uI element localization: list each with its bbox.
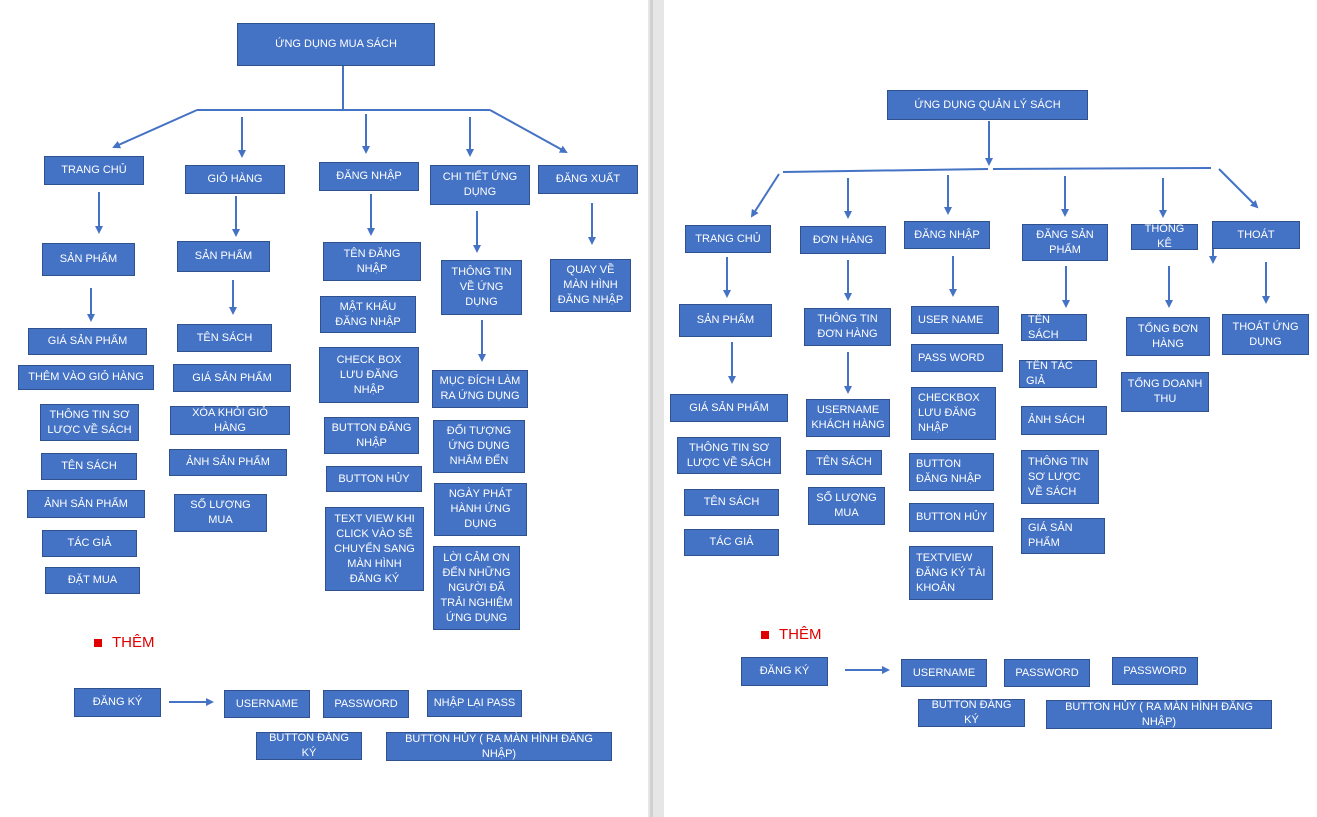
stats-child: TỔNG DOANH THU xyxy=(1121,372,1209,412)
add-cancel-button-node: BUTTON HỦY ( RA MÀN HÌNH ĐĂNG NHẬP) xyxy=(1046,700,1272,729)
home-child: TÊN SÁCH xyxy=(41,453,137,480)
login-child: PASS WORD xyxy=(911,344,1003,372)
home-child: SẢN PHẨM xyxy=(42,243,135,276)
node-exit: THOÁT xyxy=(1212,221,1300,249)
detail-child: LỜI CẢM ƠN ĐẾN NHỮNG NGƯỜI ĐÃ TRẢI NGHIỆ… xyxy=(433,546,520,630)
login-child: BUTTON ĐĂNG NHẬP xyxy=(324,417,419,454)
cart-child: TÊN SÁCH xyxy=(177,324,272,352)
home-child: ĐẶT MUA xyxy=(45,567,140,594)
node-login: ĐĂNG NHẬP xyxy=(904,221,990,249)
home-child: THÔNG TIN SƠ LƯỢC VỀ SÁCH xyxy=(677,437,781,474)
login-child: TÊN ĐĂNG NHẬP xyxy=(323,242,421,281)
login-child: BUTTON HỦY xyxy=(326,466,422,492)
home-child: THÊM VÀO GIỎ HÀNG xyxy=(18,365,154,390)
add-username-node: USERNAME xyxy=(224,690,310,718)
cart-child: GIÁ SẢN PHẨM xyxy=(173,364,291,392)
post-child: TÊN SÁCH xyxy=(1021,314,1087,341)
add-retype-password-node: NHẬP LẠI PASS xyxy=(427,690,522,717)
cart-child: XÓA KHỎI GIỎ HÀNG xyxy=(170,406,290,435)
detail-child: ĐỐI TƯỢNG ỨNG DỤNG NHẮM ĐẾN xyxy=(433,420,525,473)
node-cart: GIỎ HÀNG xyxy=(185,165,285,194)
cart-child: SẢN PHẨM xyxy=(177,241,270,272)
node-app-detail: CHI TIẾT ỨNG DỤNG xyxy=(430,165,530,205)
login-child: TEXT VIEW KHI CLICK VÀO SẼ CHUYỂN SANG M… xyxy=(325,507,424,591)
login-child: CHECK BOX LƯU ĐĂNG NHẬP xyxy=(319,347,419,403)
node-post-product: ĐĂNG SẢN PHẨM xyxy=(1022,224,1108,261)
login-child: USER NAME xyxy=(911,306,999,334)
home-child: TÁC GIẢ xyxy=(684,529,779,556)
orders-child: SỐ LƯỢNG MUA xyxy=(808,487,885,525)
orders-child: TÊN SÁCH xyxy=(806,450,882,475)
add-cancel-button-node: BUTTON HỦY ( RA MÀN HÌNH ĐĂNG NHẬP) xyxy=(386,732,612,761)
home-child: TÊN SÁCH xyxy=(684,489,779,516)
root-node-buy-app: ỨNG DỤNG MUA SÁCH xyxy=(237,23,435,66)
detail-child: NGÀY PHÁT HÀNH ỨNG DỤNG xyxy=(434,483,527,536)
orders-child: USERNAME KHÁCH HÀNG xyxy=(806,399,890,437)
add-password-node-2: PASSWORD xyxy=(1112,657,1198,685)
add-password-node: PASSWORD xyxy=(1004,659,1090,687)
home-child: GIÁ SẢN PHẨM xyxy=(28,328,147,355)
login-child: TEXTVIEW ĐĂNG KÝ TÀI KHOẢN xyxy=(909,546,993,600)
stats-child: TỔNG ĐƠN HÀNG xyxy=(1126,317,1210,356)
login-child: BUTTON HỦY xyxy=(909,503,994,532)
post-child: ẢNH SÁCH xyxy=(1021,406,1107,435)
orders-child: THÔNG TIN ĐƠN HÀNG xyxy=(804,308,891,346)
add-password-node: PASSWORD xyxy=(323,690,409,718)
add-section-label: THÊM xyxy=(112,634,155,651)
square-bullet-icon xyxy=(761,630,769,639)
node-login: ĐĂNG NHẬP xyxy=(319,162,419,191)
login-child: CHECKBOX LƯU ĐĂNG NHẬP xyxy=(911,387,996,440)
home-child: ẢNH SẢN PHẨM xyxy=(27,490,145,518)
home-child: TÁC GIẢ xyxy=(42,530,137,557)
exit-child: THOÁT ỨNG DỤNG xyxy=(1222,314,1309,355)
post-child: THÔNG TIN SƠ LƯỢC VỀ SÁCH xyxy=(1021,450,1099,504)
login-child: MẬT KHẨU ĐĂNG NHẬP xyxy=(320,296,416,333)
detail-child: THÔNG TIN VỀ ỨNG DỤNG xyxy=(441,260,522,315)
detail-child: MỤC ĐÍCH LÀM RA ỨNG DỤNG xyxy=(432,370,528,408)
root-node-manage-app: ỨNG DỤNG QUẢN LÝ SÁCH xyxy=(887,90,1088,120)
post-child: GIÁ SẢN PHẨM xyxy=(1021,518,1105,554)
login-child: BUTTON ĐĂNG NHẬP xyxy=(909,453,994,491)
add-section-heading: THÊM xyxy=(94,634,155,651)
add-register-button-node: BUTTON ĐĂNG KÝ xyxy=(256,732,362,760)
node-home: TRANG CHỦ xyxy=(44,156,144,185)
node-home: TRANG CHỦ xyxy=(685,225,771,253)
add-username-node: USERNAME xyxy=(901,659,987,687)
add-register-node: ĐĂNG KÝ xyxy=(741,657,828,686)
home-child: GIÁ SẢN PHẨM xyxy=(670,394,788,422)
node-logout: ĐĂNG XUẤT xyxy=(538,165,638,194)
add-register-node: ĐĂNG KÝ xyxy=(74,688,161,717)
add-register-button-node: BUTTON ĐĂNG KÝ xyxy=(918,699,1025,727)
cart-child: SỐ LƯỢNG MUA xyxy=(174,494,267,532)
cart-child: ẢNH SẢN PHẨM xyxy=(169,449,287,476)
home-child: THÔNG TIN SƠ LƯỢC VỀ SÁCH xyxy=(40,404,139,441)
square-bullet-icon xyxy=(94,638,102,647)
node-orders: ĐƠN HÀNG xyxy=(800,226,886,254)
add-section-heading: THÊM xyxy=(761,626,822,643)
post-child: TÊN TÁC GIẢ xyxy=(1019,360,1097,388)
home-child: SẢN PHẨM xyxy=(679,304,772,337)
add-section-label: THÊM xyxy=(779,626,822,643)
logout-child: QUAY VỀ MÀN HÌNH ĐĂNG NHẬP xyxy=(550,259,631,312)
node-statistics: THỐNG KÊ xyxy=(1131,223,1198,250)
page-divider xyxy=(650,0,653,817)
